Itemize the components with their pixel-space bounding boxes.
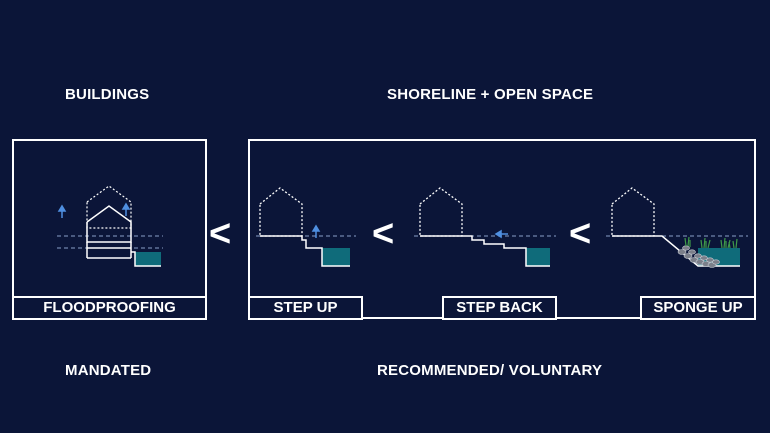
mandated-heading: MANDATED [65,362,152,379]
floodproofing-diagram [57,185,163,267]
step-back-label: STEP BACK [442,296,557,320]
step-up-label: STEP UP [248,296,363,320]
riprap-rocks [677,245,720,268]
comparator-2: < [372,213,395,255]
sponge-up-label: SPONGE UP [640,296,756,320]
floodproofing-label: FLOODPROOFING [12,296,207,320]
water-area [322,248,350,266]
buildings-heading: BUILDINGS [65,86,150,103]
comparator-1: < [209,213,232,255]
shoreline-heading: SHORELINE + OPEN SPACE [387,86,594,103]
marsh-grass [684,236,738,249]
comparator-3: < [569,213,592,255]
water-area [135,252,161,266]
sponge-up-diagram [606,187,748,268]
step-back-diagram [414,187,556,267]
recommended-heading: RECOMMENDED/ VOLUNTARY [377,362,603,379]
step-up-diagram [256,187,356,267]
water-area [526,248,550,266]
